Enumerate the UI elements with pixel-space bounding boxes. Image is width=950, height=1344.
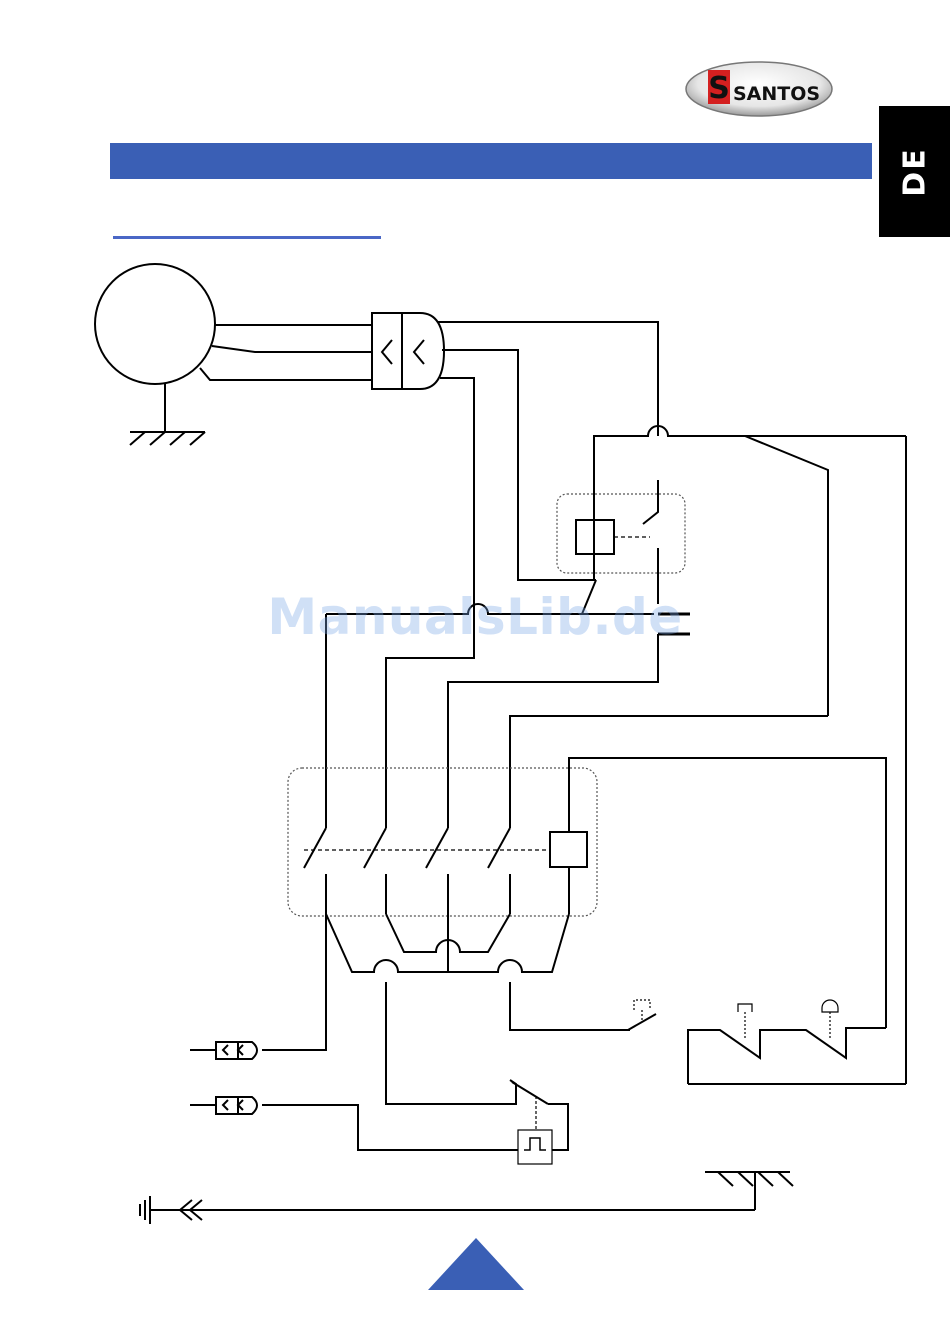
pushbutton-icon [628,1000,886,1084]
thermal-switch-icon [386,982,568,1164]
relay-coil-icon [557,480,685,604]
watermark-text: ManualsLib.de [0,588,950,646]
motor-circle-icon [95,264,372,432]
plug-connector-icon [190,914,518,1150]
contactor-icon [288,758,886,1028]
plug-connector-icon [372,313,444,389]
mains-earth-icon [140,1172,793,1224]
ground-symbol-icon [130,432,205,445]
page-up-arrow-icon[interactable] [428,1238,524,1290]
